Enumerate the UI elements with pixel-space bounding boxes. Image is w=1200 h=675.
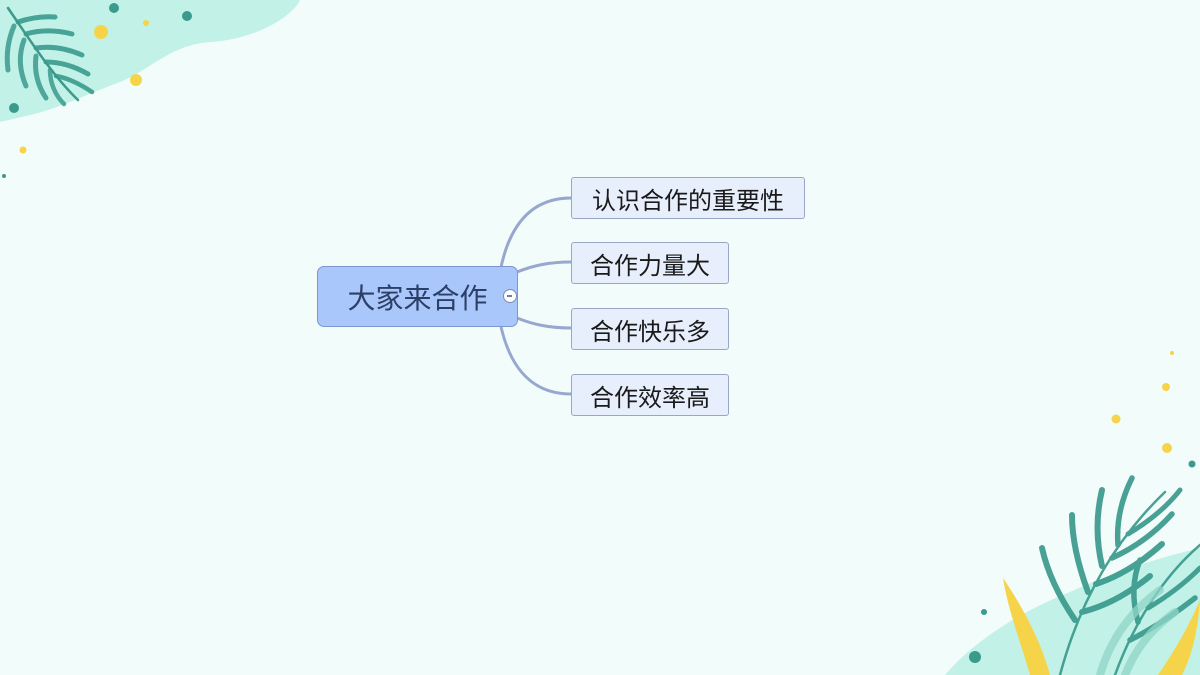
decor-dot bbox=[969, 651, 981, 663]
root-topic-label: 大家来合作 bbox=[347, 281, 488, 315]
decor-dot bbox=[182, 11, 192, 21]
decor-dot bbox=[1162, 383, 1170, 391]
subtopic-label: 合作快乐多 bbox=[590, 317, 710, 346]
decor-dot bbox=[109, 3, 119, 13]
decor-dot bbox=[19, 146, 27, 154]
root-topic[interactable]: 大家来合作 bbox=[317, 266, 518, 327]
top-left-blob bbox=[0, 0, 300, 122]
decor-dot bbox=[1162, 443, 1172, 453]
decor-dot bbox=[1188, 460, 1196, 468]
decor-dot bbox=[1170, 351, 1174, 355]
subtopic-2[interactable]: 合作力量大 bbox=[571, 242, 729, 284]
connector-2 bbox=[515, 260, 573, 274]
subtopic-label: 认识合作的重要性 bbox=[592, 186, 784, 215]
bottom-right-light-leaf-icon bbox=[1096, 586, 1179, 675]
subtopic-label: 合作力量大 bbox=[590, 251, 710, 280]
subtopic-label: 合作效率高 bbox=[590, 383, 710, 412]
subtopic-1[interactable]: 认识合作的重要性 bbox=[571, 177, 805, 219]
decor-dot bbox=[2, 174, 6, 178]
decor-dot bbox=[981, 609, 987, 615]
decor-dot bbox=[1111, 414, 1121, 424]
connector-4 bbox=[498, 320, 573, 396]
decor-dot bbox=[143, 20, 149, 26]
connector-3 bbox=[515, 316, 573, 330]
minus-circle-icon[interactable] bbox=[503, 289, 517, 303]
bottom-right-yellow-leaf-icon bbox=[1003, 578, 1200, 675]
decor-dot bbox=[9, 103, 19, 113]
decor-dot bbox=[130, 74, 142, 86]
subtopic-3[interactable]: 合作快乐多 bbox=[571, 308, 729, 350]
connector-1 bbox=[498, 196, 573, 274]
subtopic-4[interactable]: 合作效率高 bbox=[571, 374, 729, 416]
top-left-leaf-icon bbox=[4, 6, 95, 107]
bottom-right-leaf-icon bbox=[1039, 475, 1200, 675]
decor-dot bbox=[94, 25, 108, 39]
